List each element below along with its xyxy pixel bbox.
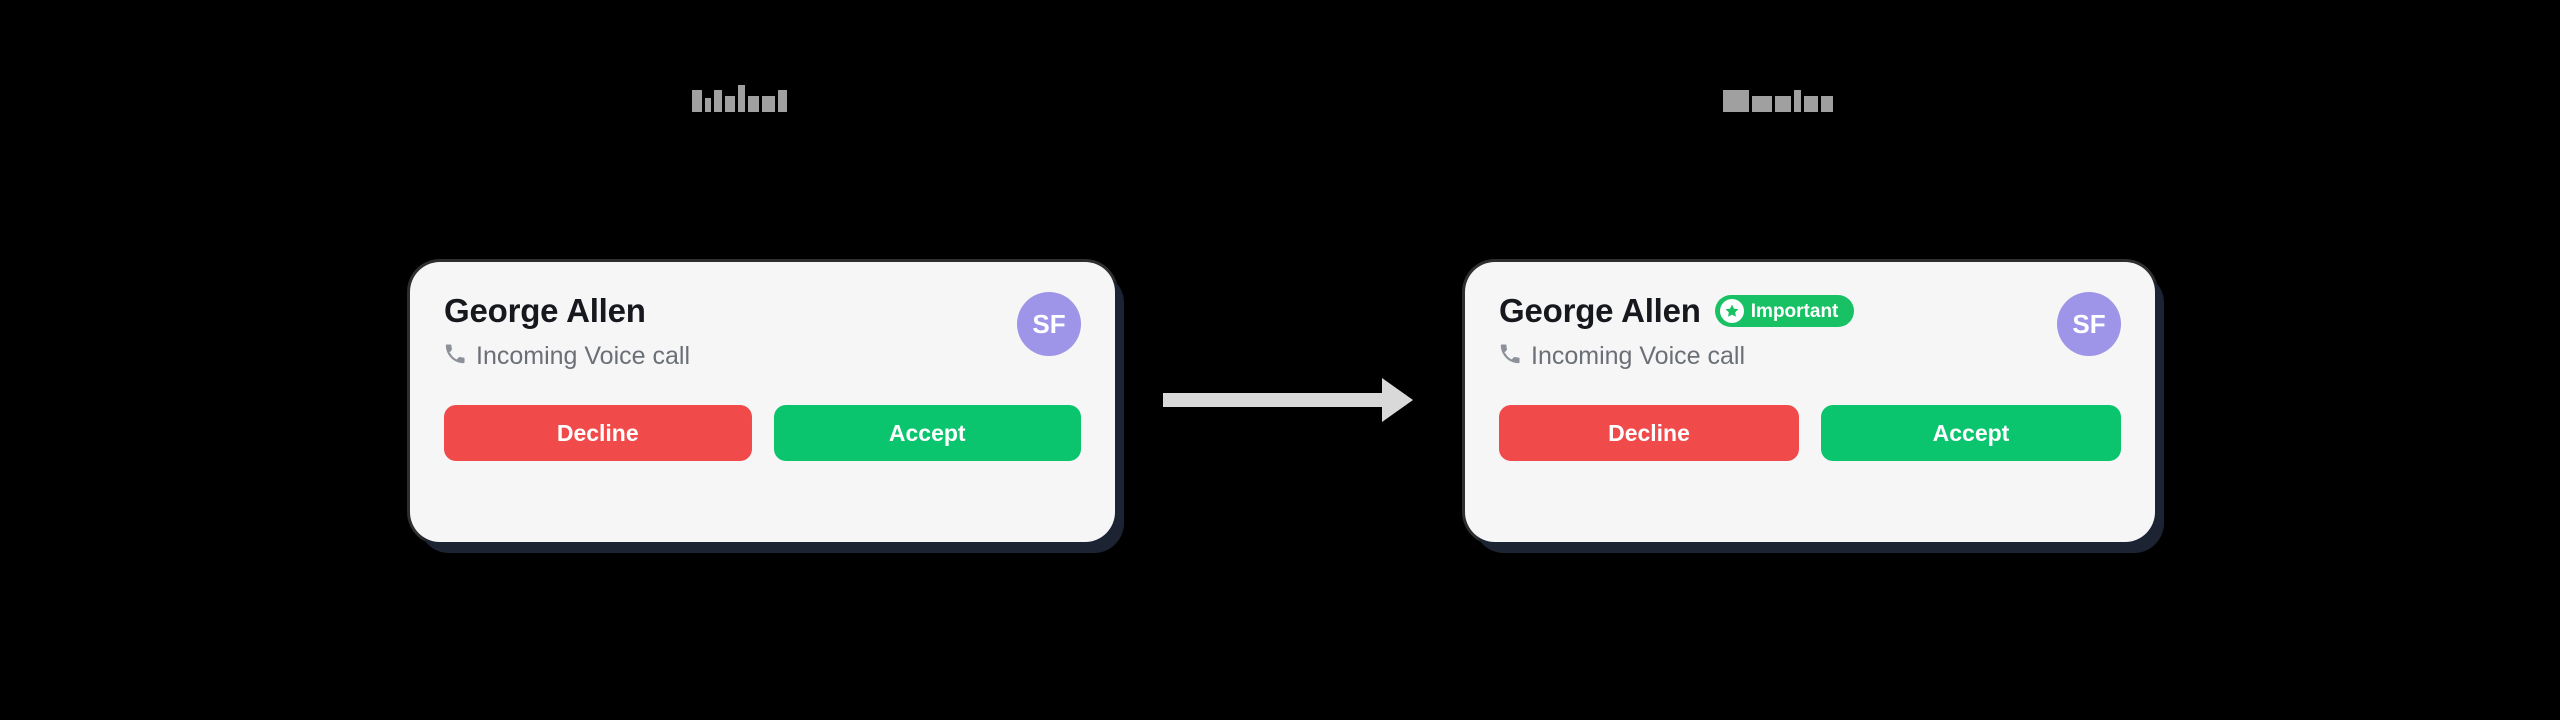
decline-button[interactable]: Decline: [1499, 405, 1799, 461]
status-badge: Important: [1714, 295, 1855, 327]
redacted-block: [738, 85, 745, 112]
call-status-text: Incoming Voice call: [476, 342, 691, 370]
call-status-text: Incoming Voice call: [1531, 342, 1746, 370]
card-title-block: George Allen Incoming Voice call: [444, 290, 690, 371]
avatar: SF: [1017, 292, 1081, 356]
contact-name: George Allen: [444, 292, 646, 329]
redacted-block: [1752, 96, 1772, 112]
notification-card-important: George Allen Important Incoming Vo: [1465, 262, 2155, 542]
title-row: George Allen Important: [1499, 292, 1855, 330]
accept-button[interactable]: Accept: [1821, 405, 2121, 461]
caption-left-redacted: [692, 78, 787, 112]
redacted-block: [748, 96, 759, 112]
card-actions: Decline Accept: [444, 405, 1081, 461]
card-header: George Allen Important Incoming Vo: [1499, 290, 2121, 371]
redacted-block: [762, 96, 775, 112]
redacted-block: [1723, 90, 1749, 112]
status-badge-label: Important: [1750, 300, 1839, 322]
subtitle-row: Incoming Voice call: [1499, 342, 1854, 371]
arrow-right-icon: [1163, 378, 1413, 422]
phone-icon: [444, 343, 466, 370]
caption-right-redacted: [1723, 78, 1833, 112]
redacted-block: [692, 90, 702, 112]
contact-name: George Allen: [1499, 292, 1701, 329]
redacted-block: [725, 96, 735, 112]
arrow-shaft: [1163, 393, 1385, 407]
redacted-block: [1794, 90, 1801, 112]
arrow-head: [1382, 378, 1413, 422]
card-header: George Allen Incoming Voice call SF: [444, 290, 1081, 371]
notification-card-default: George Allen Incoming Voice call SF Decl…: [410, 262, 1115, 542]
redacted-block: [1775, 96, 1791, 112]
avatar: SF: [2057, 292, 2121, 356]
redacted-block: [1804, 96, 1818, 112]
redacted-block: [778, 90, 787, 112]
card-actions: Decline Accept: [1499, 405, 2121, 461]
redacted-block: [705, 98, 711, 112]
phone-icon: [1499, 343, 1521, 370]
title-row: George Allen: [444, 292, 690, 330]
star-icon: [1719, 299, 1744, 323]
redacted-block: [714, 90, 722, 112]
subtitle-row: Incoming Voice call: [444, 342, 690, 371]
redacted-block: [1821, 96, 1833, 112]
decline-button[interactable]: Decline: [444, 405, 752, 461]
card-title-block: George Allen Important Incoming Vo: [1499, 290, 1855, 371]
accept-button[interactable]: Accept: [773, 405, 1081, 461]
